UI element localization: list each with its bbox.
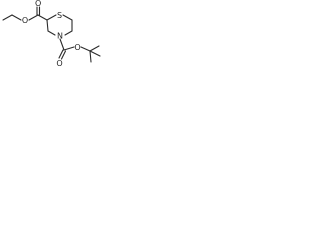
atom-ring-s: S bbox=[57, 11, 62, 20]
bond-layer bbox=[2, 6, 101, 63]
atom-ester-carbonyl-o: O bbox=[35, 0, 41, 8]
bond-o-tbu-c bbox=[80, 46, 91, 52]
bond-ch3-ch2 bbox=[2, 14, 13, 21]
bond-carbonyl-c-ring-c2 bbox=[37, 14, 48, 21]
atom-boc-o: O bbox=[74, 43, 80, 52]
atom-label-layer: O O S N O O bbox=[22, 0, 81, 68]
atom-ring-n: N bbox=[57, 32, 63, 41]
atom-boc-carbonyl-o: O bbox=[56, 59, 62, 68]
bond-ch2-o bbox=[11, 14, 22, 21]
bond-o-carbonyl-c bbox=[28, 14, 39, 21]
bond-c5-n bbox=[64, 30, 73, 36]
bond-boc-c-o-b bbox=[60, 50, 67, 60]
atom-ester-o: O bbox=[22, 16, 28, 25]
bond-n-boc-c bbox=[59, 38, 65, 51]
bond-boc-c-o-a bbox=[58, 49, 64, 59]
bond-boc-c-o-ester bbox=[63, 46, 75, 51]
bond-tbu-me3 bbox=[89, 50, 101, 57]
bond-n-c3 bbox=[47, 30, 56, 36]
bond-c3-c2 bbox=[46, 19, 49, 32]
bond-c2-s bbox=[46, 14, 57, 21]
bond-tbu-me2 bbox=[89, 50, 92, 63]
bond-tbu-me1 bbox=[89, 45, 100, 52]
bond-s-c6 bbox=[62, 14, 73, 21]
structure-diagram: O O S N O O bbox=[2, 0, 101, 68]
